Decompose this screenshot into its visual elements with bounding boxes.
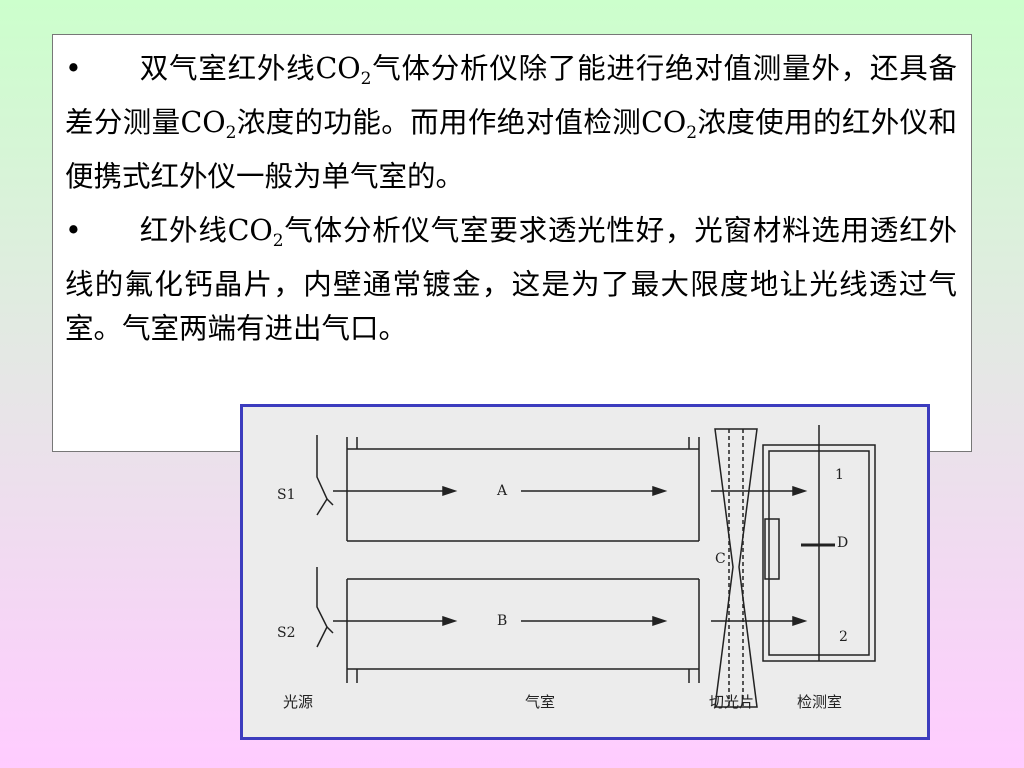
label-a: A <box>496 483 508 499</box>
caption-chopper: 切光片 <box>709 693 754 711</box>
caption-detector: 检测室 <box>797 693 842 711</box>
text-run: 浓度的功能。而用作绝对值检测 <box>236 106 642 139</box>
text-run: 气体分析仪气室要求透光性好，光窗材料选用透红外线的氟化钙晶片，内壁通常镀金，这是… <box>65 214 957 345</box>
subscript: 2 <box>686 123 698 143</box>
bullet: • <box>65 214 82 247</box>
subscript: 2 <box>272 231 284 251</box>
text-run: 气体分析仪除了能进行绝对值测量外，还具备差分测量 <box>65 52 957 139</box>
label-s1: S1 <box>277 487 296 503</box>
beam-a-1-head <box>442 485 458 497</box>
label-c: C <box>715 551 726 567</box>
source-s2-tick <box>326 626 334 634</box>
text-run: 双气室红外线 <box>139 52 316 85</box>
text-run: 浓度使用的红外仪和便携式红外仪一般为单气室的。 <box>65 106 957 193</box>
chopper-blade <box>714 428 758 708</box>
label-b: B <box>497 613 507 629</box>
text-panel: •双气室红外线CO2气体分析仪除了能进行绝对值测量外，还具备差分测量CO2浓度的… <box>52 34 972 452</box>
caption-chamber: 气室 <box>525 693 555 711</box>
caption-source: 光源 <box>283 693 313 711</box>
chem-formula: CO <box>180 106 226 139</box>
diagram-svg: S1 S2 A B C D 1 2 光源 气室 切光片 检测室 <box>277 425 876 711</box>
beam-a-3-head <box>792 485 808 497</box>
detector-membrane <box>764 518 780 580</box>
subscript: 2 <box>360 69 372 89</box>
text-run: 红外线 <box>139 214 228 247</box>
analyzer-diagram: S1 S2 A B C D 1 2 光源 气室 切光片 检测室 <box>240 404 930 740</box>
source-s1-tick <box>326 498 334 506</box>
beam-b-1-head <box>442 615 458 627</box>
label-2: 2 <box>839 629 848 645</box>
beam-a-2-head <box>652 485 668 497</box>
source-s1-shape <box>316 435 328 516</box>
beam-b-2-head <box>652 615 668 627</box>
chem-formula: CO <box>315 52 361 85</box>
label-1: 1 <box>835 467 844 483</box>
label-s2: S2 <box>277 625 296 641</box>
paragraph-1: •双气室红外线CO2气体分析仪除了能进行绝对值测量外，还具备差分测量CO2浓度的… <box>65 47 957 199</box>
beam-b-3-head <box>792 615 808 627</box>
chem-formula: CO <box>227 214 273 247</box>
subscript: 2 <box>225 123 237 143</box>
bullet: • <box>65 52 82 85</box>
source-s2-shape <box>316 567 328 648</box>
chem-formula: CO <box>641 106 687 139</box>
label-d: D <box>837 535 848 551</box>
paragraph-2: • 红外线CO2气体分析仪气室要求透光性好，光窗材料选用透红外线的氟化钙晶片，内壁… <box>65 209 957 351</box>
